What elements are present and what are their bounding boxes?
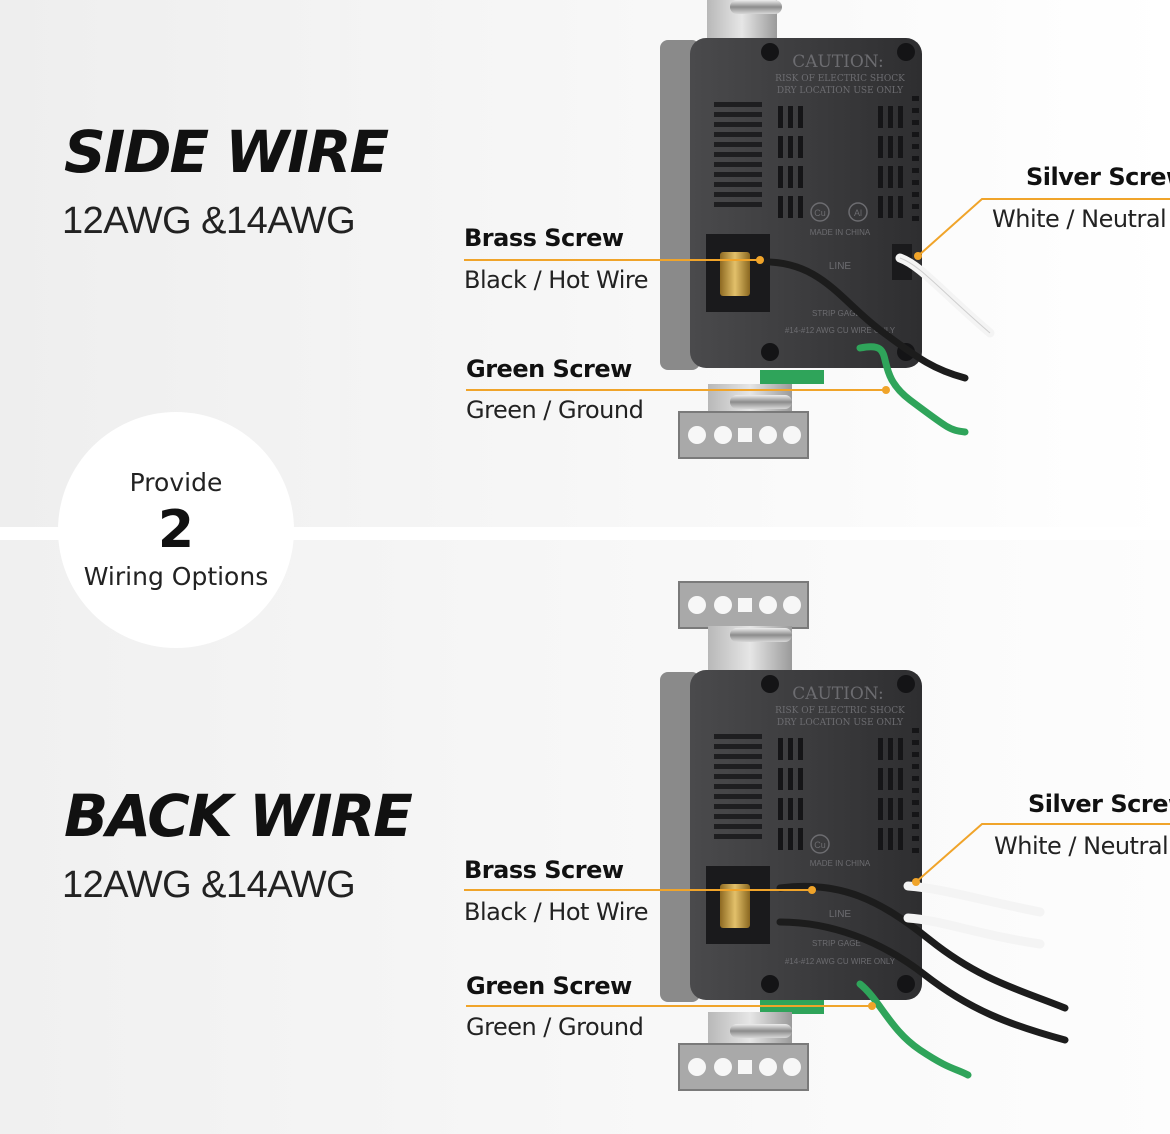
badge-line-options: Wiring Options (83, 562, 269, 591)
warning-text: RISK OF ELECTRIC SHOCK (775, 74, 905, 84)
tab-hole (759, 426, 777, 444)
side-brass-wire-desc: Black / Hot Wire (464, 266, 649, 294)
corner-hole (897, 675, 915, 693)
green-leader-dot (868, 1002, 876, 1010)
mounting-screw (730, 0, 782, 14)
brass-leader-dot (756, 256, 764, 264)
silver-leader-line (917, 198, 1170, 257)
silver-leader-dot (912, 878, 920, 886)
made-in-text: MADE IN CHINA (810, 228, 871, 237)
cu-text: Cu (814, 208, 826, 218)
warning-text: DRY LOCATION USE ONLY (777, 86, 904, 96)
strip-gauge-text: STRIP GAGE (812, 309, 861, 318)
awg-text: #14-#12 AWG CU WIRE ONLY (785, 957, 896, 966)
green-ground-wire (856, 343, 969, 436)
back-silver-screw-label: Silver Screw (1028, 790, 1170, 818)
cu-text: Cu (814, 840, 826, 850)
made-in-text: MADE IN CHINA (810, 859, 871, 868)
tab-hole (783, 1058, 801, 1076)
green-screw (760, 370, 824, 384)
black-hot-wire (776, 882, 1069, 1012)
warning-text: RISK OF ELECTRIC SHOCK (775, 706, 905, 716)
tab-hole (688, 596, 706, 614)
corner-hole (897, 975, 915, 993)
wiring-options-badge: Provide 2 Wiring Options (58, 412, 294, 648)
white-neutral-wire (903, 913, 1045, 949)
green-leader-dot (882, 386, 890, 394)
tab-hole (738, 428, 752, 442)
corner-hole (761, 675, 779, 693)
badge-line-provide: Provide (129, 468, 223, 497)
tab-hole (688, 426, 706, 444)
side-silver-screw-label: Silver Screw (1026, 163, 1170, 191)
al-mark (848, 202, 868, 222)
silver-leader-line (915, 823, 1170, 883)
tab-hole (738, 1060, 752, 1074)
side-wire-gauge: 12AWG &14AWG (62, 200, 356, 242)
tab-hole (783, 596, 801, 614)
strip-gauge-text: STRIP GAGE (812, 939, 861, 948)
mounting-screw (730, 628, 792, 642)
side-green-screw-label: Green Screw (466, 355, 632, 383)
bottom-leader-lines (464, 823, 1170, 1007)
back-wire-title: BACK WIRE (64, 782, 413, 850)
back-brass-screw-label: Brass Screw (464, 856, 624, 884)
tab-hole (714, 596, 732, 614)
mounting-screw (730, 1024, 792, 1038)
green-ground-wire (856, 980, 972, 1079)
side-wire-receptacle: CAUTION: RISK OF ELECTRIC SHOCK DRY LOCA… (660, 0, 995, 459)
body-grille (778, 728, 919, 853)
white-wire-outline (899, 257, 991, 334)
back-wire-receptacle: CAUTION: RISK OF ELECTRIC SHOCK DRY LOCA… (660, 581, 1069, 1091)
back-brass-wire-desc: Black / Hot Wire (464, 898, 649, 926)
corner-hole (761, 975, 779, 993)
line-text: LINE (829, 909, 852, 920)
black-hot-wire (756, 258, 969, 382)
back-wire-gauge: 12AWG &14AWG (62, 864, 356, 906)
brass-screw (720, 884, 750, 928)
line-text: LINE (829, 261, 852, 272)
tab-hole (714, 1058, 732, 1076)
silver-leader-dot (914, 252, 922, 260)
cu-mark (810, 202, 830, 222)
cu-mark (810, 834, 830, 854)
tab-hole (714, 426, 732, 444)
tab-hole (688, 1058, 706, 1076)
badge-number: 2 (157, 500, 195, 560)
tab-hole (759, 1058, 777, 1076)
back-silver-wire-desc: White / Neutral (994, 832, 1169, 860)
body-grille (778, 96, 919, 221)
corner-hole (761, 43, 779, 61)
tab-hole (783, 426, 801, 444)
top-leader-lines (464, 198, 1170, 391)
brass-leader-dot (808, 886, 816, 894)
vent-slots (714, 102, 762, 207)
al-text: Al (854, 208, 862, 218)
warning-text: DRY LOCATION USE ONLY (777, 718, 904, 728)
back-green-wire-desc: Green / Ground (466, 1013, 644, 1041)
black-hot-wire (776, 918, 1069, 1044)
corner-hole (897, 43, 915, 61)
white-neutral-wire (903, 881, 1045, 917)
corner-hole (761, 343, 779, 361)
brass-screw (720, 252, 750, 296)
side-green-wire-desc: Green / Ground (466, 396, 644, 424)
awg-text: #14-#12 AWG CU WIRE ONLY (785, 326, 896, 335)
side-brass-screw-label: Brass Screw (464, 224, 624, 252)
back-green-screw-label: Green Screw (466, 972, 632, 1000)
tab-hole (738, 598, 752, 612)
side-wire-title: SIDE WIRE (64, 118, 389, 186)
vent-slots (714, 734, 762, 839)
caution-text: CAUTION: (792, 684, 884, 704)
caution-text: CAUTION: (792, 52, 884, 72)
side-silver-wire-desc: White / Neutral (992, 205, 1167, 233)
mounting-screw (730, 395, 792, 409)
tab-hole (759, 596, 777, 614)
